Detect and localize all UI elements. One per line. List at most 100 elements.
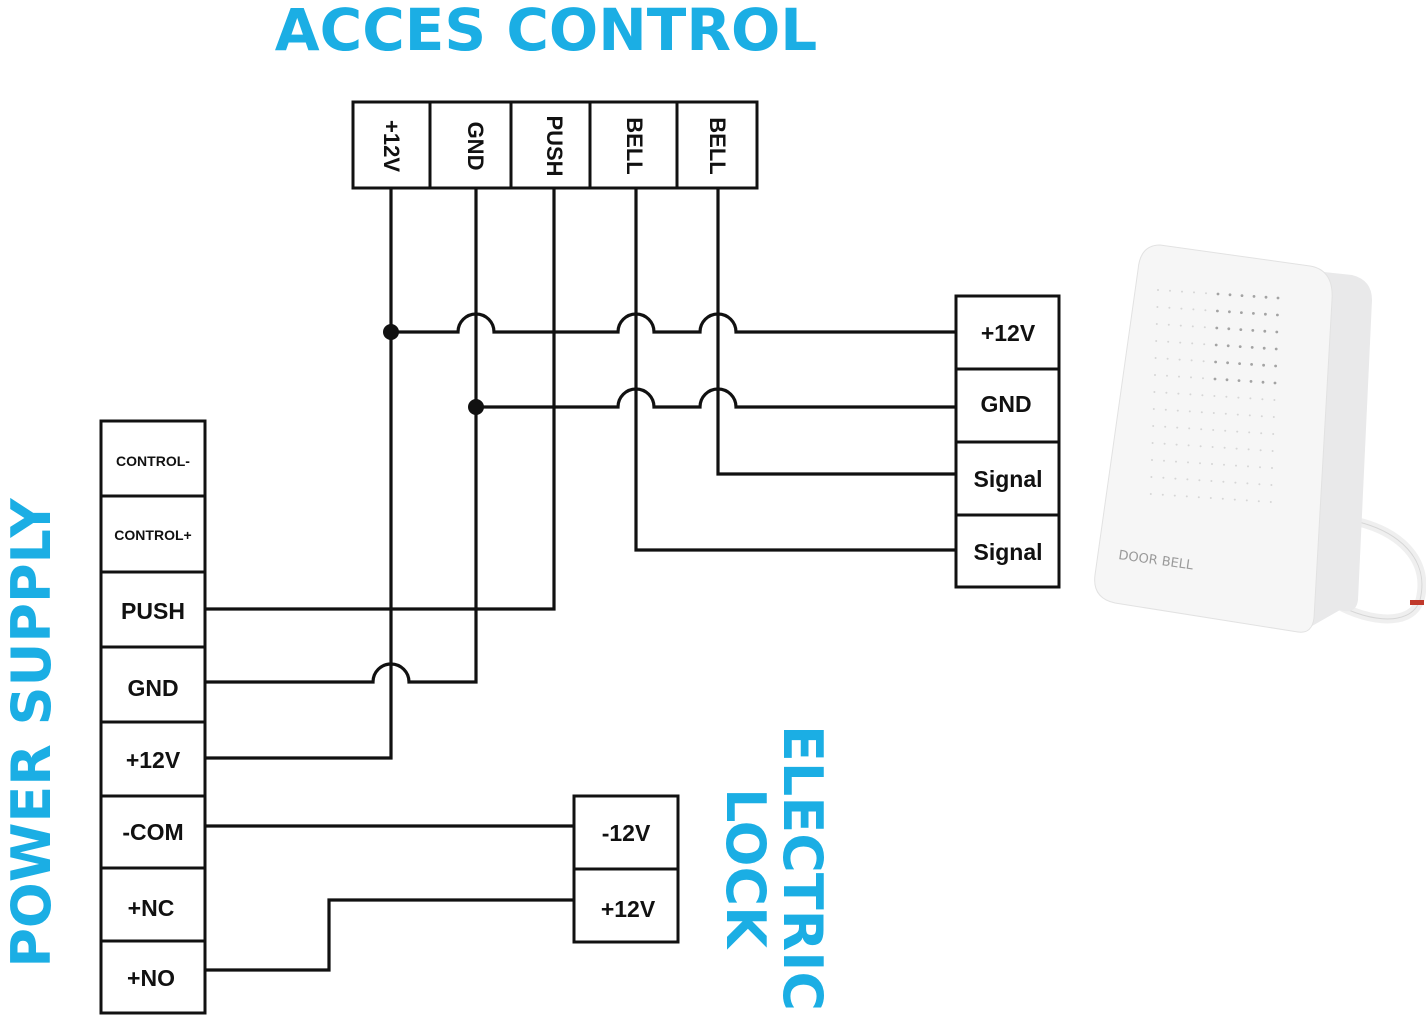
grille-dot	[1191, 342, 1194, 345]
grille-dot	[1235, 464, 1237, 467]
grille-dot	[1247, 465, 1249, 468]
grille-dot	[1271, 467, 1273, 469]
grille-dot	[1258, 483, 1261, 486]
grille-dot	[1248, 431, 1251, 434]
ps-terminal-push	[99, 570, 207, 649]
grille-dot	[1252, 295, 1256, 298]
grille-dot	[1237, 396, 1240, 399]
grille-dot	[1250, 363, 1253, 366]
junction-gnd	[468, 399, 484, 415]
db-label-plus12v: +12V	[981, 320, 1036, 346]
grille-dot	[1274, 347, 1278, 351]
ac-label-gnd: GND	[463, 122, 488, 171]
grille-dot	[1213, 377, 1217, 381]
el-label-minus12v: -12V	[602, 820, 651, 846]
ac-terminal-gnd	[428, 100, 513, 190]
grille-dot	[1272, 416, 1275, 418]
grille-dot	[1275, 330, 1279, 334]
grille-dot	[1214, 343, 1218, 347]
grille-dot	[1249, 380, 1253, 383]
grille-dot	[1228, 293, 1232, 297]
grille-dot	[1150, 476, 1153, 478]
ac-label-push: PUSH	[542, 115, 567, 176]
grille-dot	[1224, 429, 1227, 432]
grille-dot	[1261, 398, 1264, 401]
db-label-signal-1: Signal	[973, 466, 1042, 492]
ac-label-bell-1: BELL	[622, 117, 647, 174]
db-terminal-plus12v	[954, 294, 1061, 371]
grille-dot	[1178, 358, 1181, 361]
grille-dot	[1151, 459, 1153, 461]
grille-dot	[1164, 425, 1167, 428]
power-supply-terminal-block: CONTROL- CONTROL+ PUSH GND +12V -COM +NC…	[99, 419, 207, 1015]
grille-dot	[1154, 357, 1157, 359]
grille-dot	[1165, 391, 1168, 394]
grille-dot	[1245, 499, 1248, 502]
grille-dot	[1197, 496, 1200, 499]
grille-dot	[1177, 392, 1180, 395]
grille-dot	[1262, 346, 1266, 350]
grille-dot	[1276, 313, 1279, 317]
grille-dot	[1240, 294, 1244, 297]
grille-dot	[1154, 374, 1156, 376]
grille-dot	[1178, 375, 1180, 378]
grille-dot	[1168, 306, 1171, 309]
grille-dot	[1203, 326, 1206, 329]
db-label-gnd: GND	[980, 391, 1031, 417]
grille-dot	[1223, 463, 1225, 466]
grille-dot	[1166, 357, 1169, 360]
grille-dot	[1263, 329, 1267, 333]
grille-dot	[1189, 393, 1192, 396]
grille-dot	[1260, 432, 1263, 435]
grille-dot	[1221, 497, 1224, 500]
grille-dot	[1155, 323, 1158, 325]
grille-dot	[1185, 495, 1188, 498]
ac-terminal-push	[509, 100, 592, 190]
ps-label-com: -COM	[122, 819, 183, 845]
grille-dot	[1169, 289, 1171, 292]
grille-dot	[1238, 362, 1241, 365]
db-label-signal-2: Signal	[973, 539, 1042, 565]
grille-dot	[1179, 324, 1182, 327]
grille-dot	[1249, 397, 1252, 400]
grille-dot	[1188, 427, 1191, 430]
grille-dot	[1236, 413, 1239, 416]
grille-dot	[1212, 429, 1215, 431]
el-terminal-plus12v	[572, 867, 680, 944]
grille-dot	[1166, 374, 1168, 377]
ps-terminal-plus12v	[99, 720, 207, 798]
grille-dot	[1216, 309, 1219, 313]
grille-dot	[1215, 326, 1219, 330]
grille-dot	[1180, 307, 1183, 310]
grille-dot	[1191, 325, 1194, 328]
grille-dot	[1246, 482, 1249, 485]
grille-dot	[1149, 493, 1152, 495]
ps-label-control-minus: CONTROL-	[116, 453, 190, 469]
ps-label-nc: +NC	[128, 895, 175, 921]
electric-lock-terminal-block: -12V +12V	[572, 794, 680, 944]
grille-dot	[1247, 448, 1250, 451]
speaker-grille	[1149, 289, 1280, 503]
grille-dot	[1175, 443, 1178, 446]
grille-dot	[1257, 500, 1260, 503]
grille-dot	[1176, 426, 1179, 429]
grille-dot	[1240, 311, 1243, 314]
grille-dot	[1222, 480, 1225, 483]
grille-dot	[1173, 494, 1176, 497]
grille-dot	[1252, 312, 1255, 315]
grille-dot	[1163, 442, 1166, 445]
grille-dot	[1272, 433, 1275, 435]
grille-dot	[1199, 462, 1201, 465]
el-label-plus12v: +12V	[601, 896, 656, 922]
ps-terminal-control-minus	[99, 419, 207, 498]
grille-dot	[1273, 399, 1276, 401]
grille-dot	[1205, 292, 1207, 295]
wire-no-to-lock	[205, 898, 574, 972]
wires	[205, 188, 956, 972]
ps-terminal-no	[99, 939, 207, 1015]
grille-dot	[1225, 378, 1229, 382]
junction-plus12v	[383, 324, 399, 340]
el-terminal-minus12v	[572, 794, 680, 871]
grille-dot	[1167, 323, 1170, 326]
